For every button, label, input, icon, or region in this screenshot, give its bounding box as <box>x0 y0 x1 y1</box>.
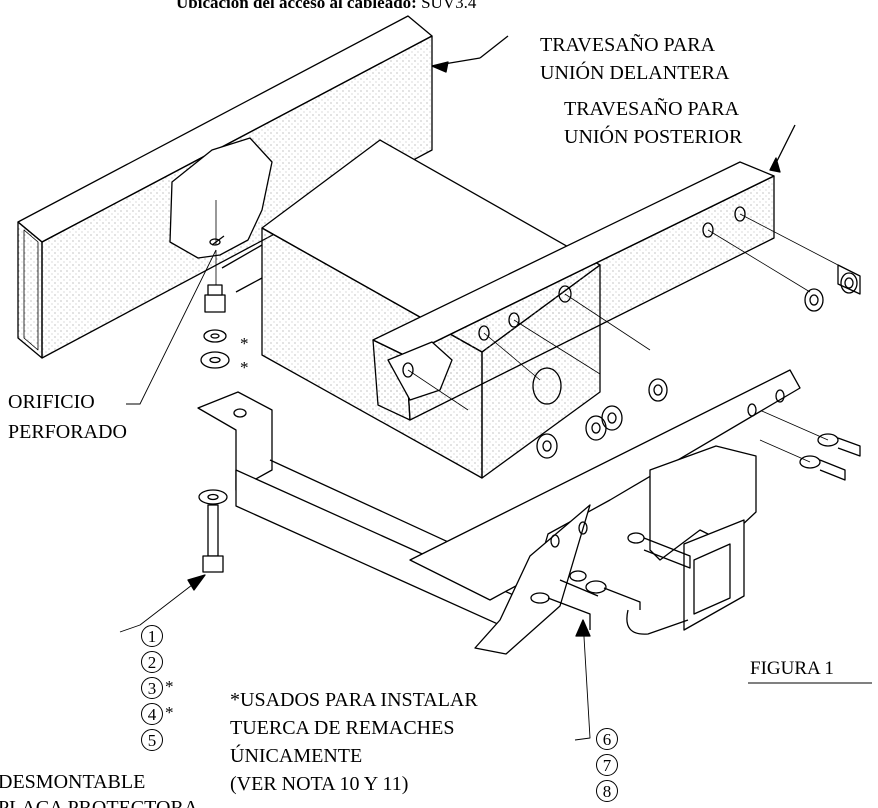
callout-1: 1 <box>141 625 163 647</box>
callout-7: 7 <box>596 754 618 776</box>
drilled-hole-label-2: PERFORADO <box>8 421 127 443</box>
front-crossmember <box>17 15 433 359</box>
front-crossmember-label-1: TRAVESAÑO PARA <box>540 34 716 56</box>
removable-label-1: DESMONTABLE <box>0 771 146 793</box>
leader-lines <box>119 35 872 741</box>
callout-8: 8 <box>596 780 618 802</box>
callout-3-asterisk: * <box>165 677 174 696</box>
header-title: Ubicación del acceso al cableado: <box>176 0 417 12</box>
callout-4-asterisk: * <box>165 703 174 722</box>
rivet-note-line-3: ÚNICAMENTE <box>230 745 363 767</box>
front-crossmember-label-2: UNIÓN DELANTERA <box>540 62 730 84</box>
center-lines <box>215 200 839 463</box>
figure-label: FIGURA 1 <box>750 658 834 679</box>
removable-label-2: PLACA PROTECTORA <box>0 797 199 808</box>
hitch-receiver <box>197 369 801 655</box>
header-value: SUV3.4 <box>421 0 477 12</box>
rivet-note-line-2: TUERCA DE REMACHES <box>230 717 455 739</box>
rear-crossmember-label-1: TRAVESAÑO PARA <box>564 98 740 120</box>
rivet-nut-stack <box>198 238 230 573</box>
callout-3: 3 <box>141 677 163 699</box>
rear-crossmember <box>372 161 775 421</box>
rear-crossmember-label-2: UNIÓN POSTERIOR <box>564 126 743 148</box>
spacer-tubes <box>532 264 861 459</box>
rivet-note-line-4: (VER NOTA 10 Y 11) <box>230 773 409 795</box>
page-header: Ubicación del acceso al cableado: SUV3.4 <box>176 0 476 13</box>
callout-2: 2 <box>141 651 163 673</box>
callout-4: 4 <box>141 703 163 725</box>
washer-asterisk-2: * <box>240 358 249 377</box>
callout-5: 5 <box>141 729 163 751</box>
drilled-hole-label-1: ORIFICIO <box>8 391 95 413</box>
hitch-bolts <box>530 433 861 630</box>
washer-asterisk-1: * <box>240 334 249 353</box>
callout-6: 6 <box>596 728 618 750</box>
rivet-note-line-1: *USADOS PARA INSTALAR <box>230 689 478 711</box>
